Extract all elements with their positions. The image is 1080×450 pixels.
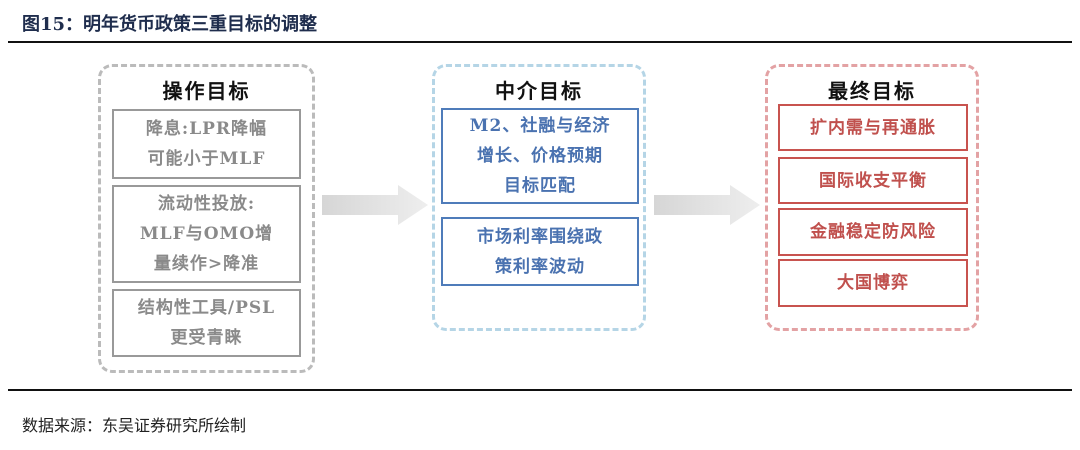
top-rule: [8, 41, 1072, 43]
intermediate-item: M2、社融与经济 增长、价格预期 目标匹配: [441, 108, 639, 204]
final-item: 金融稳定防风险: [778, 208, 968, 256]
intermediate-item: 市场利率围绕政 策利率波动: [441, 217, 639, 286]
group-header: 操作目标: [162, 79, 251, 103]
operational-item: 结构性工具/PSL 更受青睐: [112, 289, 301, 357]
group-header: 中介目标: [495, 79, 583, 103]
final-item: 国际收支平衡: [778, 157, 968, 204]
final-item: 大国博弈: [778, 259, 968, 307]
bottom-rule: [8, 389, 1072, 391]
arrow-right-icon: [654, 185, 760, 225]
figure-title: 图15：明年货币政策三重目标的调整: [22, 14, 318, 35]
intermediate-targets-group: 中介目标 M2、社融与经济 增长、价格预期 目标匹配 市场利率围绕政 策利率波动: [432, 64, 646, 331]
arrow-right-icon: [322, 185, 428, 225]
group-header: 最终目标: [828, 79, 916, 103]
operational-targets-group: 操作目标 降息:LPR降幅 可能小于MLF 流动性投放: MLF与OMO增 量续…: [98, 64, 315, 373]
final-item: 扩内需与再通胀: [778, 104, 968, 151]
source-note: 数据来源：东吴证券研究所绘制: [22, 416, 247, 435]
operational-item: 降息:LPR降幅 可能小于MLF: [112, 109, 301, 179]
operational-item: 流动性投放: MLF与OMO增 量续作>降准: [112, 185, 301, 283]
final-targets-group: 最终目标 扩内需与再通胀 国际收支平衡 金融稳定防风险 大国博弈: [765, 64, 979, 331]
